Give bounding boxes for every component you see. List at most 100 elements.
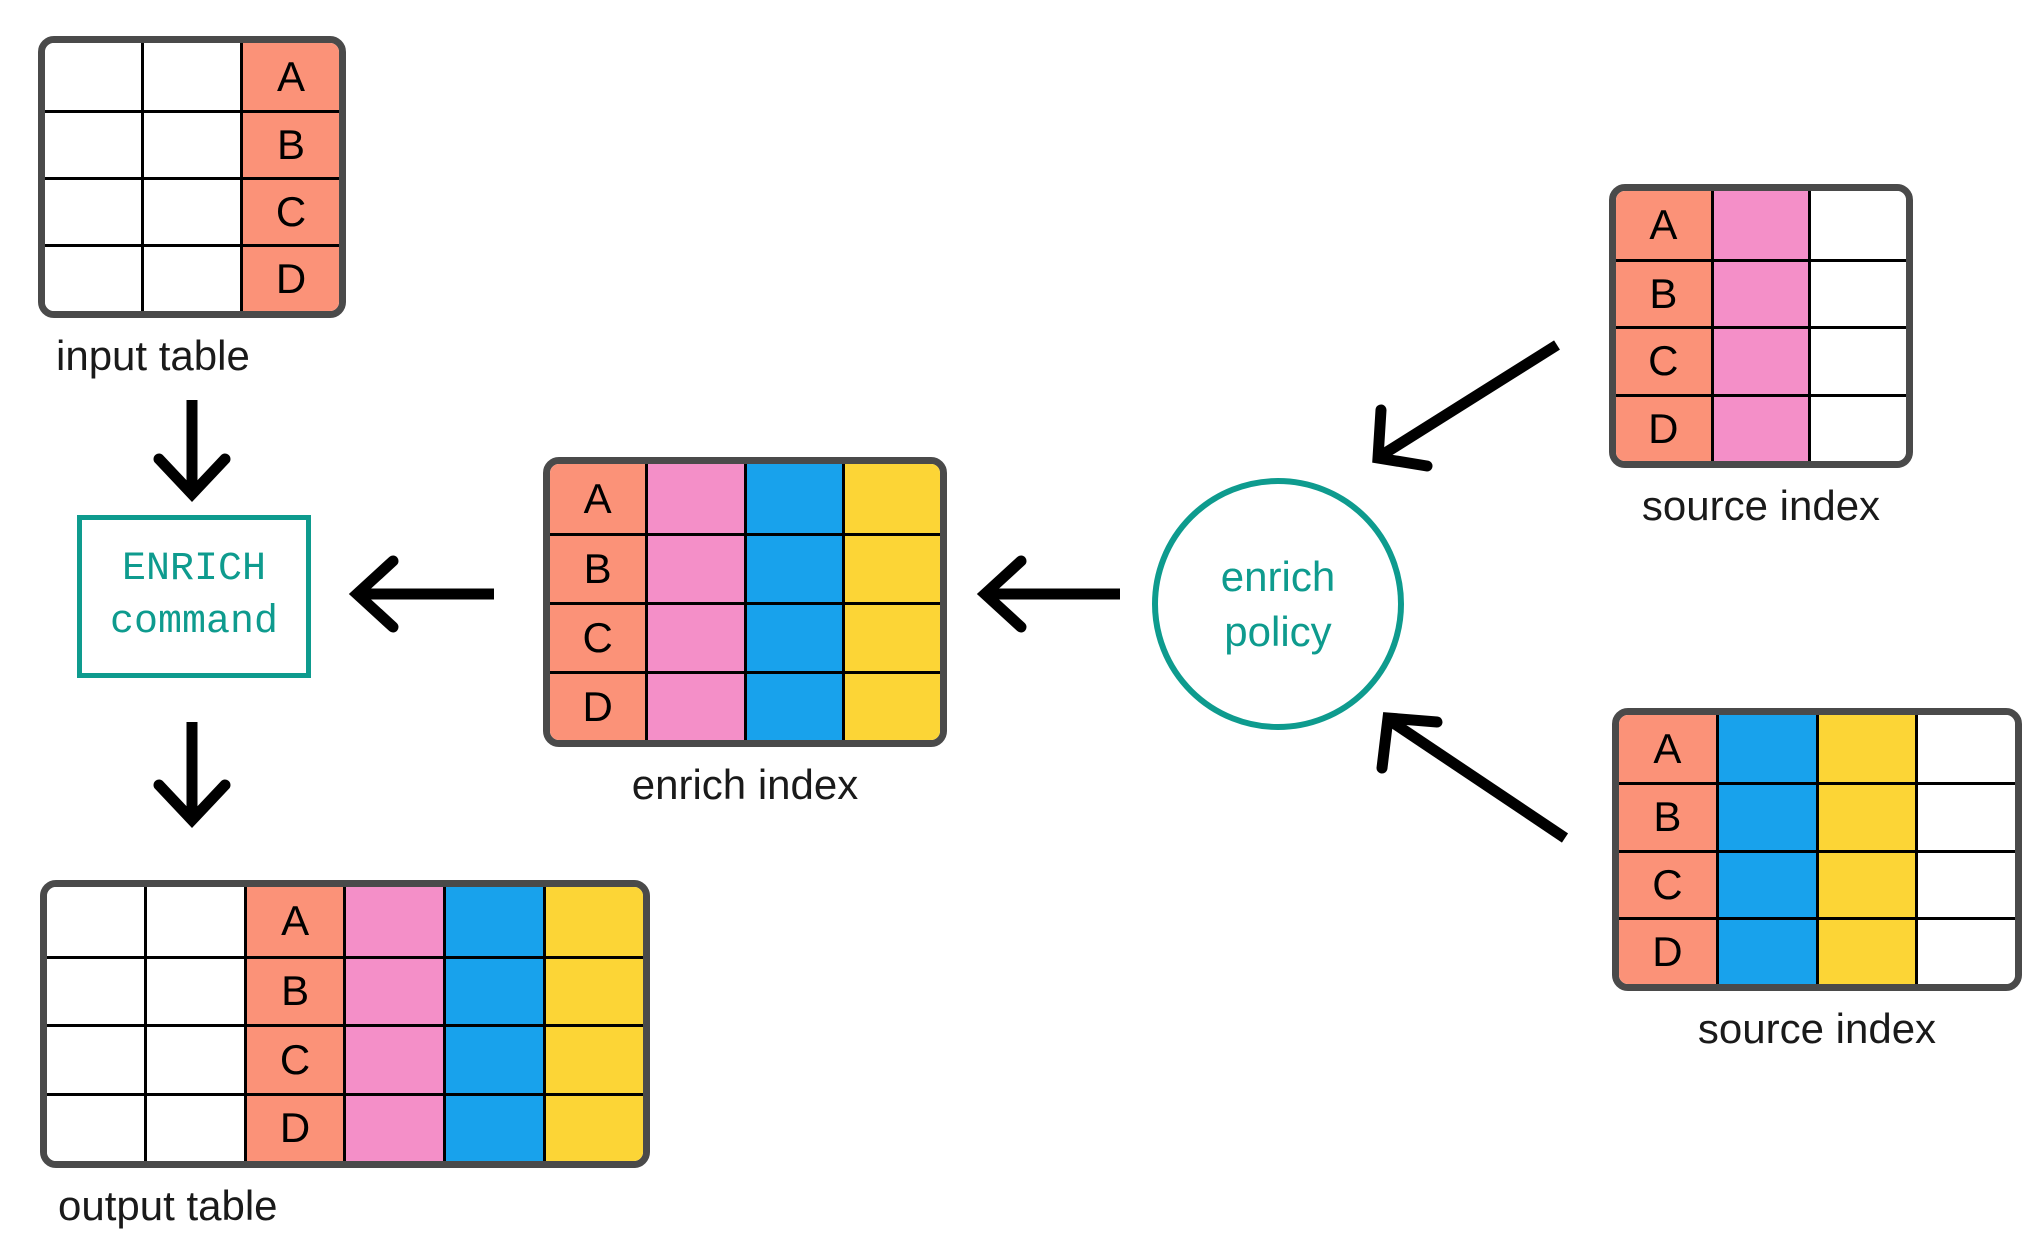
table-row: A [1616,191,1906,259]
table-cell [1915,916,2015,984]
table-cell [45,43,141,110]
arrow-source-bottom-to-policy-icon [1376,712,1569,843]
table-cell [543,887,643,956]
table-row: B [45,110,339,177]
table-cell [47,1092,144,1161]
table-cell [543,955,643,1024]
table-cell [1710,191,1809,259]
table-cell [841,464,940,533]
table-cell [1710,326,1809,394]
table-cell [1715,715,1816,783]
table-cell [1715,849,1816,917]
table-row: B [1619,782,2015,850]
source-index-bottom-block: A B C D so [1612,708,2022,1053]
table-cell [1715,916,1816,984]
table-row: D [45,244,339,311]
table-cell [1710,258,1809,326]
table-cell [1815,916,1916,984]
enrich-command-box[interactable]: ENRICH command [77,515,311,678]
input-table-block: A B C D input table [38,36,346,380]
table-row: D [1616,393,1906,461]
table-cell [1715,782,1816,850]
table-row: A [1619,715,2015,783]
table-row: A [550,464,940,533]
enrich-policy-line2: policy [1224,608,1332,655]
table-cell: A [1619,715,1716,783]
table-cell: B [243,955,344,1024]
table-cell [1915,715,2015,783]
table-cell [47,887,144,956]
table-cell: B [550,533,646,602]
enrich-policy-circle[interactable]: enrich policy [1152,478,1404,730]
table-row: B [47,955,643,1024]
table-cell [1710,393,1809,461]
table-cell [645,464,744,533]
table-cell: B [1616,258,1711,326]
table-cell [141,177,240,244]
arrow-source-top-to-policy-icon [1372,340,1560,472]
input-table-caption: input table [56,332,250,379]
table-cell [45,177,141,244]
table-cell [443,887,544,956]
table-cell: D [1616,393,1711,461]
table-cell: B [240,110,339,177]
table-cell [743,602,842,671]
table-cell [1808,191,1906,259]
source-index-bottom-table: A B C D [1612,708,2022,991]
table-cell: B [1619,782,1716,850]
table-cell [343,1024,444,1093]
table-cell [443,1092,544,1161]
source-index-top-caption: source index [1641,482,1881,529]
table-row: D [47,1092,643,1161]
table-row: C [1616,326,1906,394]
enrich-index-caption: enrich index [631,761,859,808]
table-cell [645,533,744,602]
table-cell [1915,782,2015,850]
table-cell: D [1619,916,1716,984]
table-row: B [550,533,940,602]
source-index-top-block: A B C D source index [1609,184,1913,530]
table-cell [141,244,240,311]
table-cell [841,602,940,671]
table-cell: C [243,1024,344,1093]
arrow-input-to-command-icon [153,400,231,503]
table-row: C [45,177,339,244]
table-cell [47,955,144,1024]
enrich-command-line2: command [109,599,279,645]
table-cell [1808,326,1906,394]
table-row: A [45,43,339,110]
table-cell [47,1024,144,1093]
table-cell [1815,849,1916,917]
output-table: A B C [40,880,650,1168]
table-cell: C [1616,326,1711,394]
table-cell [343,955,444,1024]
table-cell [343,1092,444,1161]
table-cell: D [550,671,646,740]
table-cell: A [1616,191,1711,259]
table-cell [1808,393,1906,461]
table-row: C [550,602,940,671]
enrich-index-table: A B C D [543,457,947,747]
table-cell [841,533,940,602]
table-cell: C [240,177,339,244]
table-cell: C [550,602,646,671]
table-cell [343,887,444,956]
arrow-command-to-output-icon [153,722,231,829]
table-cell [45,244,141,311]
table-cell: D [243,1092,344,1161]
table-cell [141,43,240,110]
table-cell [1815,782,1916,850]
table-row: B [1616,258,1906,326]
table-cell [443,1024,544,1093]
table-cell [1915,849,2015,917]
table-cell: A [240,43,339,110]
table-cell [143,1024,244,1093]
enrich-index-block: A B C D en [543,457,947,809]
table-cell [743,464,842,533]
enrich-command-line1: ENRICH [121,546,267,592]
table-cell [743,671,842,740]
table-cell: C [1619,849,1716,917]
table-cell [45,110,141,177]
table-cell [543,1092,643,1161]
